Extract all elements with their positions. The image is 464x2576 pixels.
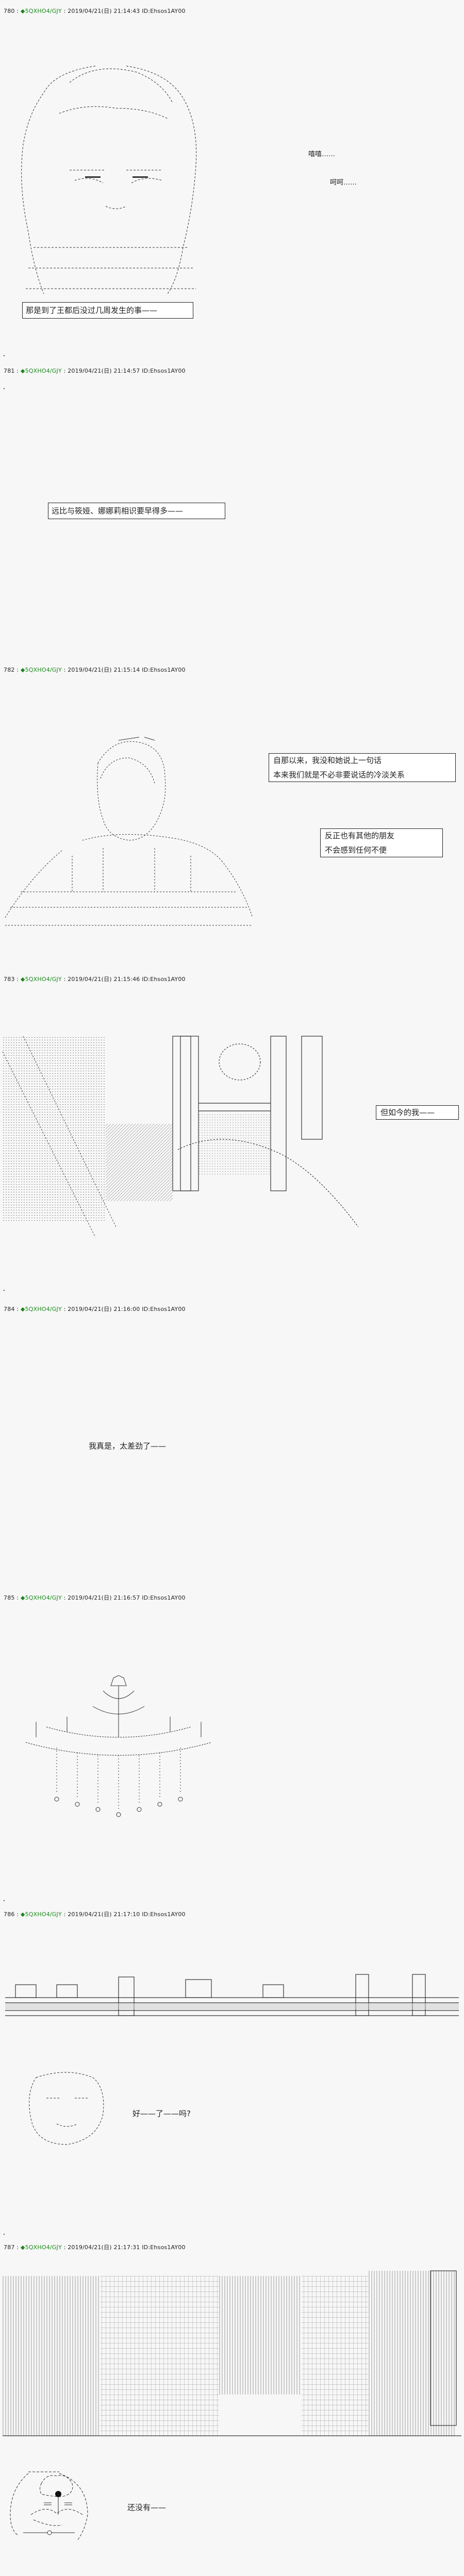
post-header-785: 785 : ◆5QXHO4/GJY : 2019/04/21(日) 21:16:…	[4, 1594, 186, 1601]
aa-railing-art	[5, 1974, 459, 2016]
narration-box: 反正也有其他的朋友 不会感到任何不便	[320, 828, 443, 857]
poster-id[interactable]: ID:Ehsos1AY00	[142, 1594, 186, 1601]
poster-trip[interactable]: ◆5QXHO4/GJY	[20, 667, 62, 673]
poster-id[interactable]: ID:Ehsos1AY00	[142, 368, 186, 374]
dialogue-text: 呵呵……	[330, 179, 357, 187]
post-header-780: 780 : ◆5QXHO4/GJY : 2019/04/21(日) 21:14:…	[4, 8, 186, 14]
separator-dot	[4, 355, 5, 356]
post-header-782: 782 : ◆5QXHO4/GJY : 2019/04/21(日) 21:15:…	[4, 667, 186, 673]
poster-id[interactable]: ID:Ehsos1AY00	[142, 2244, 186, 2251]
post-number: 786	[4, 1911, 15, 1918]
post-datetime: 2019/04/21(日) 21:14:57	[68, 368, 140, 374]
post-datetime: 2019/04/21(日) 21:14:43	[68, 8, 140, 14]
narration-box: 但如今的我——	[376, 1105, 459, 1120]
dialogue-text: 好——了——吗?	[132, 2109, 191, 2118]
dialogue-text: 我真是，太差劲了——	[89, 1441, 167, 1451]
aa-girl-face-art	[21, 65, 197, 294]
aa-figure-back-art	[5, 737, 253, 926]
poster-trip[interactable]: ◆5QXHO4/GJY	[20, 2244, 62, 2251]
poster-id[interactable]: ID:Ehsos1AY00	[142, 667, 186, 673]
post-datetime: 2019/04/21(日) 21:16:57	[68, 1594, 140, 1601]
dialogue-text: 嘻嘻……	[308, 151, 336, 158]
post-number: 785	[4, 1594, 15, 1601]
poster-trip[interactable]: ◆5QXHO4/GJY	[20, 8, 62, 14]
narration-box: 那是到了王都后没过几周发生的事——	[22, 302, 193, 319]
post-datetime: 2019/04/21(日) 21:17:31	[68, 2244, 140, 2251]
post-header-781: 781 : ◆5QXHO4/GJY : 2019/04/21(日) 21:14:…	[4, 368, 186, 374]
post-number: 780	[4, 8, 15, 14]
post-number: 782	[4, 667, 15, 673]
aa-room-window-art	[3, 1036, 359, 1237]
post-header-787: 787 : ◆5QXHO4/GJY : 2019/04/21(日) 21:17:…	[4, 2244, 186, 2251]
separator-dot	[4, 2234, 5, 2235]
poster-trip[interactable]: ◆5QXHO4/GJY	[20, 976, 62, 983]
poster-trip[interactable]: ◆5QXHO4/GJY	[20, 368, 62, 374]
poster-id[interactable]: ID:Ehsos1AY00	[142, 1911, 186, 1918]
post-number: 787	[4, 2244, 15, 2251]
poster-trip[interactable]: ◆5QXHO4/GJY	[20, 1911, 62, 1918]
post-datetime: 2019/04/21(日) 21:15:46	[68, 976, 140, 983]
poster-id[interactable]: ID:Ehsos1AY00	[142, 976, 186, 983]
separator-dot	[4, 388, 5, 389]
post-number: 781	[4, 368, 15, 374]
aa-building-art	[3, 2270, 461, 2436]
narration-box: 自那以来，我没和她说上一句话 本来我们就是不必非要说话的冷淡关系	[269, 753, 456, 782]
poster-trip[interactable]: ◆5QXHO4/GJY	[20, 1594, 62, 1601]
post-number: 783	[4, 976, 15, 983]
post-number: 784	[4, 1306, 15, 1312]
separator-dot	[4, 1900, 5, 1901]
separator-dot	[4, 1290, 5, 1291]
post-datetime: 2019/04/21(日) 21:15:14	[68, 667, 140, 673]
poster-id[interactable]: ID:Ehsos1AY00	[142, 1306, 186, 1312]
poster-id[interactable]: ID:Ehsos1AY00	[142, 8, 186, 14]
aa-doraemon-art	[10, 2471, 88, 2541]
poster-trip[interactable]: ◆5QXHO4/GJY	[20, 1306, 62, 1312]
post-header-784: 784 : ◆5QXHO4/GJY : 2019/04/21(日) 21:16:…	[4, 1306, 186, 1312]
post-header-786: 786 : ◆5QXHO4/GJY : 2019/04/21(日) 21:17:…	[4, 1911, 186, 1918]
post-datetime: 2019/04/21(日) 21:17:10	[68, 1911, 140, 1918]
post-datetime: 2019/04/21(日) 21:16:00	[68, 1306, 140, 1312]
aa-face-art	[29, 2072, 104, 2145]
narration-box: 远比与筱娅、娜娜莉相识要早得多——	[48, 503, 225, 519]
aa-chandelier-art	[25, 1675, 212, 1817]
post-header-783: 783 : ◆5QXHO4/GJY : 2019/04/21(日) 21:15:…	[4, 976, 186, 983]
dialogue-text: 还没有——	[127, 2503, 167, 2512]
